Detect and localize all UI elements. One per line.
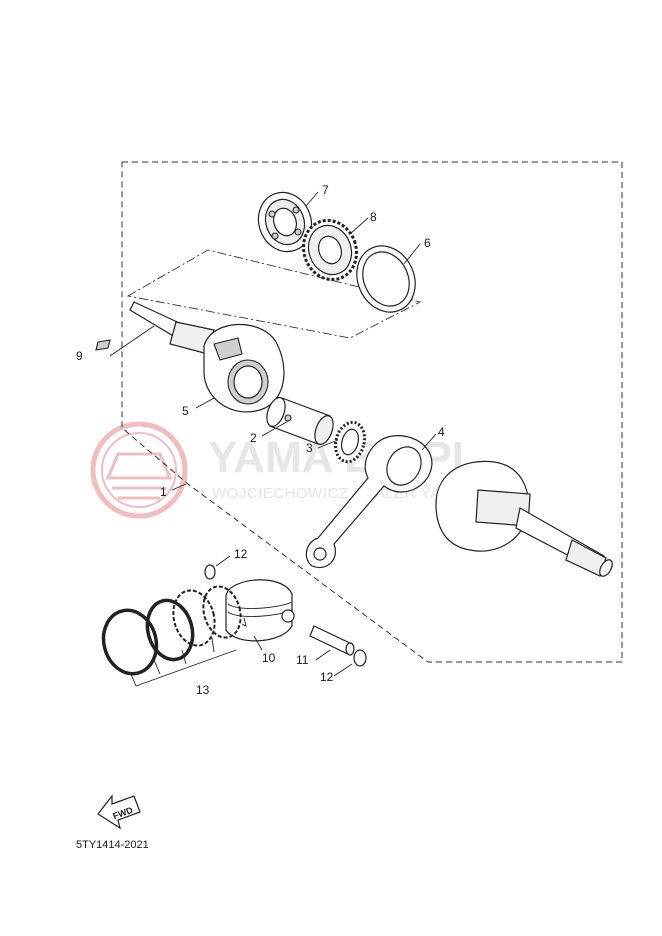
callout-12-top: 12 — [234, 547, 248, 561]
callout-6: 6 — [424, 236, 431, 250]
part-12-clip-top[interactable] — [204, 564, 216, 580]
callout-9: 9 — [76, 349, 83, 363]
part-8-gear[interactable] — [295, 213, 364, 287]
diagram-code: 5TY1414-2021 — [76, 839, 149, 851]
assembly-boundary — [121, 161, 623, 663]
callout-10: 10 — [262, 651, 276, 665]
callout-3: 3 — [306, 441, 313, 455]
part-9-key[interactable] — [95, 339, 111, 351]
part-7-bearing[interactable] — [250, 185, 319, 259]
watermark-logo — [90, 421, 188, 519]
callout-11: 11 — [296, 653, 309, 667]
part-13-piston-rings[interactable] — [97, 582, 247, 679]
bearing-group-bracket — [126, 249, 422, 339]
callout-1: 1 — [160, 485, 167, 499]
part-5-crank-half[interactable] — [129, 301, 285, 413]
fwd-arrow-icon — [97, 794, 141, 830]
part-4-connecting-rod[interactable] — [305, 435, 433, 569]
part-1-crankshaft[interactable] — [435, 460, 615, 578]
part-12-clip-bottom[interactable] — [353, 649, 367, 667]
callout-7: 7 — [322, 183, 329, 197]
callout-5: 5 — [182, 404, 189, 418]
part-6-ring[interactable] — [346, 236, 425, 321]
callout-12-bottom: 12 — [320, 670, 334, 684]
watermark-subtitle: WOJCIECHOWICZ DEALER YAMAHA — [212, 485, 486, 502]
part-2-crank-pin[interactable] — [263, 395, 336, 447]
callout-8: 8 — [370, 210, 377, 224]
part-3-needle-bearing[interactable] — [331, 419, 368, 465]
callout-4: 4 — [438, 425, 445, 439]
leader-lines — [109, 191, 437, 687]
part-11-piston-pin[interactable] — [309, 625, 355, 656]
callout-13: 13 — [196, 683, 210, 697]
callout-2: 2 — [250, 431, 257, 445]
part-10-piston[interactable] — [225, 579, 295, 642]
